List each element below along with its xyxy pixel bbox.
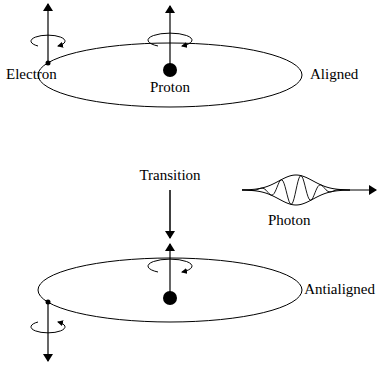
- electron-spin-arrow: [47, 302, 48, 361]
- electron-spin-arrow: [47, 4, 48, 63]
- spin-circulation: [148, 33, 192, 46]
- proton-spin-arrow: [169, 244, 170, 298]
- photon-envelope: [242, 175, 350, 205]
- proton-dot: [163, 63, 177, 77]
- spin-circulation: [31, 35, 65, 46]
- photon-wave: [242, 176, 350, 205]
- state-label: Aligned: [310, 66, 358, 83]
- proton-spin-arrow: [169, 6, 170, 70]
- state-label: Antialigned: [304, 281, 375, 298]
- particle-label: Electron: [6, 66, 57, 83]
- photon-direction-arrow: [350, 190, 376, 191]
- photon-label: Photon: [268, 212, 311, 229]
- particle-label: Proton: [150, 79, 190, 96]
- electron-dot: [46, 300, 51, 305]
- transition-label: Transition: [139, 167, 200, 184]
- proton-dot: [163, 291, 177, 305]
- spin-circulation: [148, 259, 192, 272]
- transition-arrow: [169, 190, 171, 238]
- spin-circulation: [31, 322, 65, 333]
- electron-dot: [46, 61, 51, 66]
